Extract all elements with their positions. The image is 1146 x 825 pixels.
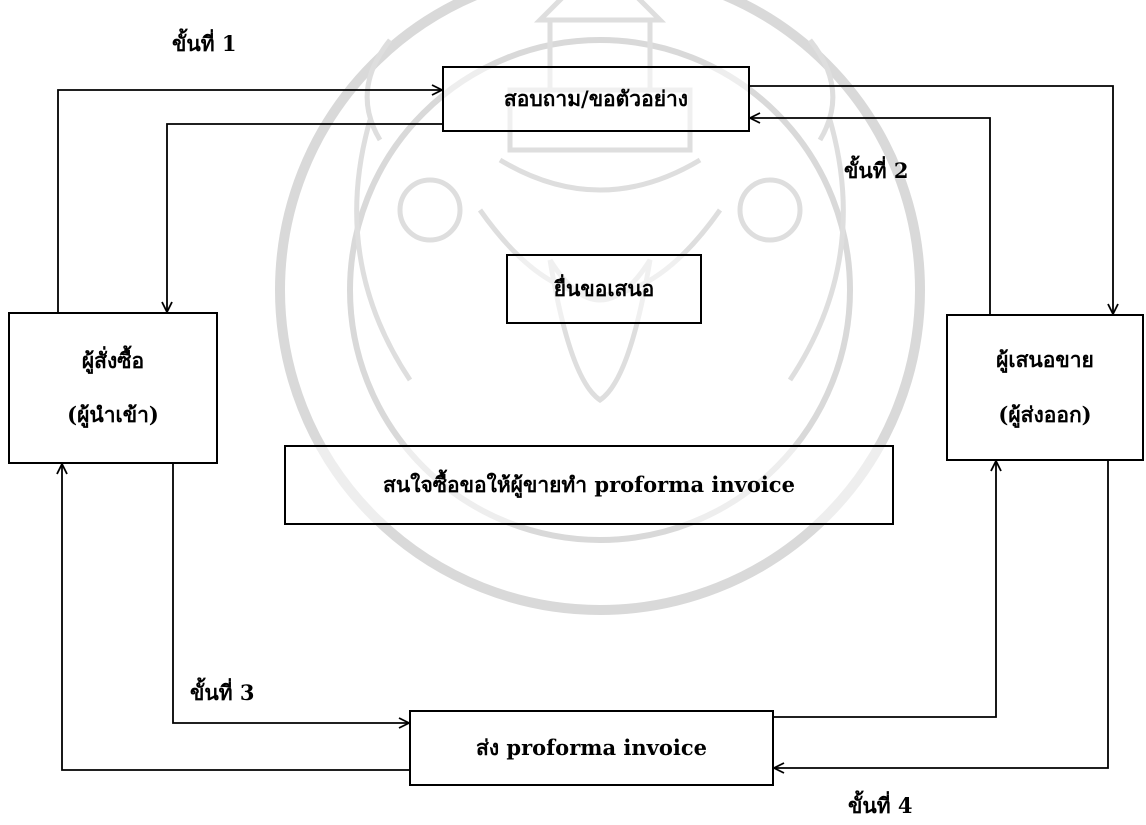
inquiry-box: สอบถาม/ขอตัวอย่าง bbox=[442, 66, 750, 132]
seller-sublabel: (ผู้ส่งออก) bbox=[998, 401, 1092, 427]
arrow-buyer-to-invoice bbox=[172, 464, 409, 723]
arrow-seller-to-invoice bbox=[774, 461, 1109, 768]
seller-box: ผู้เสนอขาย (ผู้ส่งออก) bbox=[946, 314, 1144, 461]
inquiry-label: สอบถาม/ขอตัวอย่าง bbox=[503, 85, 689, 111]
submit-offer-box: ยื่นขอเสนอ bbox=[506, 254, 702, 324]
send-invoice-label: ส่ง proforma invoice bbox=[476, 734, 707, 760]
send-invoice-box: ส่ง proforma invoice bbox=[409, 710, 774, 786]
arrow-inquiry-to-seller bbox=[750, 85, 1113, 314]
arrow-invoice-to-buyer bbox=[62, 464, 409, 771]
buyer-box: ผู้สั่งซื้อ (ผู้นำเข้า) bbox=[8, 312, 218, 464]
arrow-seller-to-inquiry bbox=[750, 118, 991, 314]
arrow-invoice-to-seller bbox=[774, 461, 996, 718]
buyer-label: ผู้สั่งซื้อ bbox=[81, 347, 145, 373]
submit-offer-label: ยื่นขอเสนอ bbox=[553, 275, 655, 301]
buyer-sublabel: (ผู้นำเข้า) bbox=[67, 402, 159, 427]
step-2-label: ขั้นที่ 2 bbox=[844, 158, 909, 183]
arrow-inquiry-to-buyer bbox=[167, 123, 442, 312]
seller-label: ผู้เสนอขาย bbox=[996, 347, 1094, 373]
arrow-buyer-to-inquiry bbox=[57, 90, 442, 312]
step-3-label: ขั้นที่ 3 bbox=[190, 680, 255, 705]
interest-box: สนใจซื้อขอให้ผู้ขายทำ proforma invoice bbox=[284, 445, 894, 525]
interest-label: สนใจซื้อขอให้ผู้ขายทำ proforma invoice bbox=[383, 471, 795, 497]
step-4-label: ขั้นที่ 4 bbox=[848, 793, 913, 818]
step-1-label: ขั้นที่ 1 bbox=[172, 31, 237, 56]
